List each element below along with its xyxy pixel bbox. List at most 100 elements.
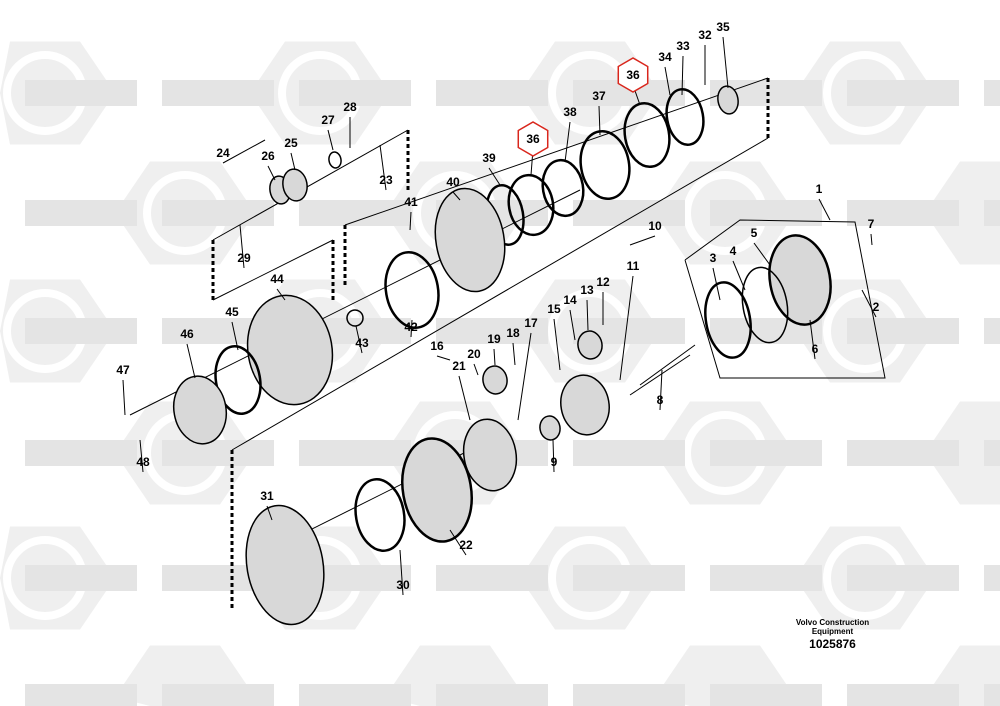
callout-label-1: 1 — [816, 182, 823, 196]
callout-leader-13 — [586, 299, 589, 331]
hub-44 — [246, 294, 334, 406]
watermark-band — [299, 80, 411, 106]
callout-label-25: 25 — [284, 136, 298, 150]
watermark-band — [984, 684, 1000, 706]
ring-gear-22 — [401, 437, 473, 543]
callout-leader-3 — [712, 267, 721, 301]
ring-34 — [665, 87, 705, 147]
watermark-band — [984, 440, 1000, 466]
highlighted-part-hexagon — [517, 121, 549, 157]
carrier-15 — [560, 374, 610, 436]
callout-leader-17 — [517, 332, 532, 421]
callout-label-42: 42 — [404, 320, 418, 334]
callout-label-5: 5 — [751, 226, 758, 240]
assembly-axis — [231, 137, 769, 451]
callout-leader-33 — [681, 55, 684, 96]
manufacturer-name-line2: Equipment — [811, 627, 854, 636]
watermark-band — [162, 80, 274, 106]
callout-leader-5 — [753, 242, 771, 266]
callout-label-30: 30 — [396, 578, 410, 592]
callout-leader-27 — [327, 129, 334, 151]
watermark-band — [25, 80, 137, 106]
carrier-16 — [462, 418, 518, 492]
callout-label-16: 16 — [430, 339, 444, 353]
callout-leader-46 — [186, 343, 196, 379]
callout-label-8: 8 — [657, 393, 664, 407]
callout-label-45: 45 — [225, 305, 239, 319]
callout-label-9: 9 — [551, 455, 558, 469]
callout-leader-47 — [122, 379, 126, 416]
shaft-8 — [629, 354, 691, 396]
callout-leader-18 — [512, 342, 516, 366]
o-ring-3 — [704, 281, 752, 359]
gear-35 — [717, 85, 739, 115]
callout-leader-11 — [619, 275, 634, 381]
manufacturer-name: Volvo Construction — [795, 618, 870, 627]
callout-label-2: 2 — [873, 300, 880, 314]
callout-label-46: 46 — [180, 327, 194, 341]
callout-leader-26 — [267, 165, 276, 181]
callout-leader-35 — [722, 36, 729, 89]
watermark-band — [436, 565, 548, 591]
watermark-band — [25, 440, 137, 466]
watermark-hexagon — [925, 401, 1000, 505]
callout-leader-23 — [379, 144, 387, 191]
callout-label-27: 27 — [321, 113, 335, 127]
watermark-band — [847, 684, 959, 706]
washer-43 — [346, 309, 364, 327]
bearing-42 — [384, 251, 440, 329]
watermark-band — [984, 565, 1000, 591]
callout-leader-21 — [458, 375, 471, 421]
callout-leader-1 — [818, 198, 831, 221]
callout-leader-8 — [659, 369, 663, 411]
gear-19 — [482, 365, 508, 395]
callout-label-31: 31 — [260, 489, 274, 503]
callout-label-29: 29 — [237, 251, 251, 265]
callout-label-21: 21 — [452, 359, 466, 373]
watermark-band — [847, 80, 959, 106]
watermark-band — [25, 684, 137, 706]
watermark-band — [710, 440, 822, 466]
callout-label-15: 15 — [547, 302, 561, 316]
callout-label-32: 32 — [698, 28, 712, 42]
housing-31 — [245, 504, 325, 626]
callout-leader-34 — [664, 66, 671, 96]
watermark-band — [299, 440, 411, 466]
callout-leader-31 — [266, 505, 273, 521]
housing-40 — [434, 187, 506, 293]
callout-leader-29 — [239, 224, 245, 269]
highlighted-part-hexagon — [617, 57, 649, 93]
watermark-band — [710, 684, 822, 706]
callout-label-11: 11 — [627, 259, 640, 273]
watermark-band — [25, 200, 137, 226]
callout-label-23: 23 — [379, 173, 393, 187]
callout-leader-16 — [436, 355, 451, 361]
callout-leader-37 — [598, 105, 601, 136]
callout-leader-4 — [732, 260, 746, 291]
watermark-band — [984, 318, 1000, 344]
gear-25 — [282, 168, 308, 202]
callout-leader-24 — [222, 139, 266, 164]
watermark-band — [436, 318, 548, 344]
callout-leader-44 — [276, 288, 286, 301]
watermark-band — [25, 318, 137, 344]
drawing-number: 1025876 — [809, 637, 856, 651]
callout-label-22: 22 — [459, 538, 473, 552]
callout-label-36: 36 — [526, 132, 540, 146]
o-ring-45 — [214, 345, 262, 415]
callout-label-14: 14 — [563, 293, 577, 307]
callout-leader-14 — [569, 309, 576, 341]
callout-leader-38 — [564, 121, 571, 163]
callout-label-47: 47 — [116, 363, 130, 377]
watermark-band — [162, 684, 274, 706]
callout-leader-6 — [809, 319, 816, 360]
callout-label-24: 24 — [216, 146, 230, 160]
watermark-band — [984, 80, 1000, 106]
callout-label-6: 6 — [812, 342, 819, 356]
callout-leader-10 — [629, 235, 656, 246]
watermark-band — [162, 440, 274, 466]
callout-leader-25 — [290, 152, 296, 171]
watermark-band — [573, 440, 685, 466]
callout-label-12: 12 — [596, 275, 610, 289]
manufacturer-caption: Volvo Construction Equipment — [770, 618, 895, 636]
